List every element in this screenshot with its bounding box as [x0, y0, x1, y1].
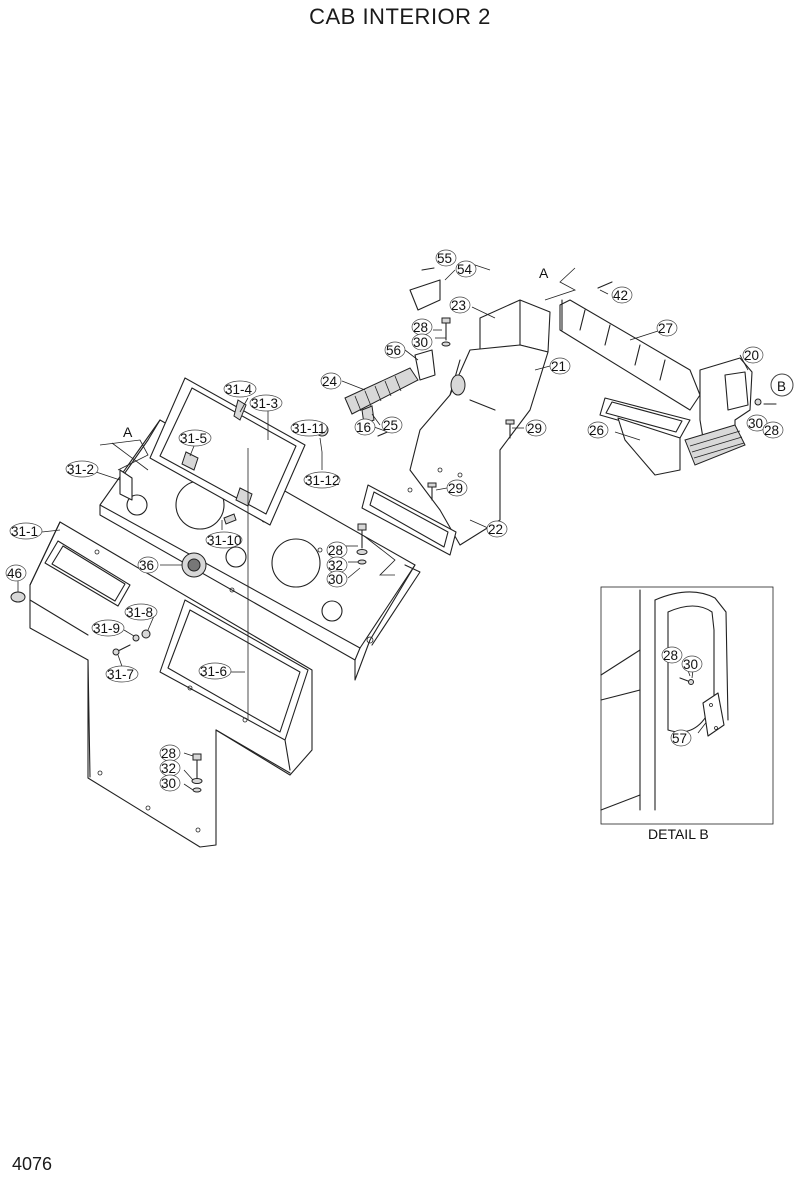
callout-22-label: 22 [488, 522, 503, 537]
front-panel [29, 521, 313, 848]
callout-36: 36 [137, 556, 159, 574]
callout-32a: 32 [326, 556, 348, 574]
callout-46-label: 46 [7, 566, 22, 581]
callout-57: 57 [670, 729, 692, 747]
callout-31-6-label: 31-6 [200, 664, 227, 679]
callout-31-2: 31-2 [65, 460, 99, 478]
callout-31-2-label: 31-2 [67, 462, 94, 477]
callout-24: 24 [320, 372, 342, 390]
callout-25-label: 25 [383, 418, 398, 433]
callout-20-label: 20 [744, 348, 759, 363]
callout-31-8-label: 31-8 [126, 605, 153, 620]
callout-21: 21 [549, 357, 571, 375]
callout-22: 22 [486, 520, 508, 538]
detail-label: DETAIL B [648, 826, 709, 842]
callout-30b: 30 [746, 414, 768, 432]
callout-30d: 30 [159, 774, 181, 792]
callout-23: 23 [449, 296, 471, 314]
callout-28e: 28 [661, 646, 683, 664]
callout-30b-label: 30 [748, 416, 763, 431]
callout-31-8: 31-8 [124, 603, 158, 621]
callout-30c: 30 [326, 570, 348, 588]
callout-31-9: 31-9 [91, 619, 125, 637]
callout-16-label: 16 [356, 420, 371, 435]
callout-55: 55 [435, 249, 457, 267]
dash-panel [99, 419, 421, 681]
callout-28a: 28 [411, 318, 433, 336]
callout-30e-label: 30 [683, 657, 698, 672]
callout-56: 56 [384, 341, 406, 359]
callout-29a-label: 29 [527, 421, 542, 436]
callout-31-5-label: 31-5 [180, 431, 207, 446]
callout-28e-label: 28 [663, 648, 678, 663]
callouts: 55 54 42 23 28 30 27 56 21 20 24 31-4 31… [5, 249, 784, 792]
callout-31-11: 31-11 [290, 419, 328, 437]
callout-42: 42 [611, 286, 633, 304]
callout-28d-label: 28 [161, 746, 176, 761]
callout-42-label: 42 [613, 288, 628, 303]
callout-31-9-label: 31-9 [93, 621, 120, 636]
callout-24-label: 24 [322, 374, 338, 389]
cover-frame [149, 377, 306, 720]
callout-57-label: 57 [672, 731, 687, 746]
callout-27-label: 27 [658, 321, 673, 336]
view-ref-a-left: A [123, 424, 133, 440]
callout-54: 54 [455, 260, 477, 278]
callout-28c: 28 [326, 541, 348, 559]
view-refs: A A B DETAIL B [99, 265, 794, 842]
callout-31-7-label: 31-7 [107, 667, 134, 682]
callout-28b: 28 [762, 421, 784, 439]
view-ref-b: B [777, 379, 786, 394]
callout-28c-label: 28 [328, 543, 343, 558]
callout-32a-label: 32 [328, 558, 343, 573]
callout-30e: 30 [681, 655, 703, 673]
callout-28b-label: 28 [764, 423, 779, 438]
callout-31-11-label: 31-11 [292, 421, 326, 436]
callout-20: 20 [742, 346, 764, 364]
callout-31-10: 31-10 [205, 531, 243, 549]
callout-31-10-label: 31-10 [207, 533, 242, 548]
center-ducts [344, 267, 551, 556]
detail-b [600, 586, 774, 825]
callout-26: 26 [587, 421, 609, 439]
callout-55-label: 55 [437, 251, 452, 266]
callout-31-4-label: 31-4 [225, 382, 253, 397]
callout-31-12: 31-12 [303, 471, 341, 489]
callout-29a: 29 [525, 419, 547, 437]
callout-29b: 29 [446, 479, 468, 497]
callout-31-7: 31-7 [105, 665, 139, 683]
callout-32b: 32 [159, 759, 181, 777]
callout-28d: 28 [159, 744, 181, 762]
view-ref-a-right: A [539, 265, 549, 281]
callout-30a: 30 [411, 333, 433, 351]
callout-31-5: 31-5 [178, 429, 212, 447]
callout-30c-label: 30 [328, 572, 343, 587]
callout-16: 16 [354, 418, 376, 436]
callout-32b-label: 32 [161, 761, 176, 776]
callout-28a-label: 28 [413, 320, 428, 335]
callout-30a-label: 30 [413, 335, 428, 350]
callout-31-4: 31-4 [223, 380, 257, 398]
callout-25: 25 [381, 416, 403, 434]
callout-31-3: 31-3 [249, 394, 283, 412]
callout-31-1: 31-1 [9, 522, 43, 540]
callout-31-3-label: 31-3 [251, 396, 278, 411]
callout-54-label: 54 [457, 262, 473, 277]
callout-27: 27 [656, 319, 678, 337]
callout-46: 46 [5, 564, 27, 582]
callout-31-6: 31-6 [198, 662, 232, 680]
callout-29b-label: 29 [448, 481, 463, 496]
callout-56-label: 56 [386, 343, 401, 358]
page-number: 4076 [12, 1154, 53, 1174]
callout-30d-label: 30 [161, 776, 176, 791]
callout-31-12-label: 31-12 [305, 473, 340, 488]
callout-26-label: 26 [589, 423, 604, 438]
callout-23-label: 23 [451, 298, 466, 313]
callout-36-label: 36 [139, 558, 154, 573]
right-ducts [559, 281, 777, 476]
callout-31-1-label: 31-1 [11, 524, 38, 539]
page-title: CAB INTERIOR 2 [309, 4, 491, 29]
callout-21-label: 21 [551, 359, 566, 374]
